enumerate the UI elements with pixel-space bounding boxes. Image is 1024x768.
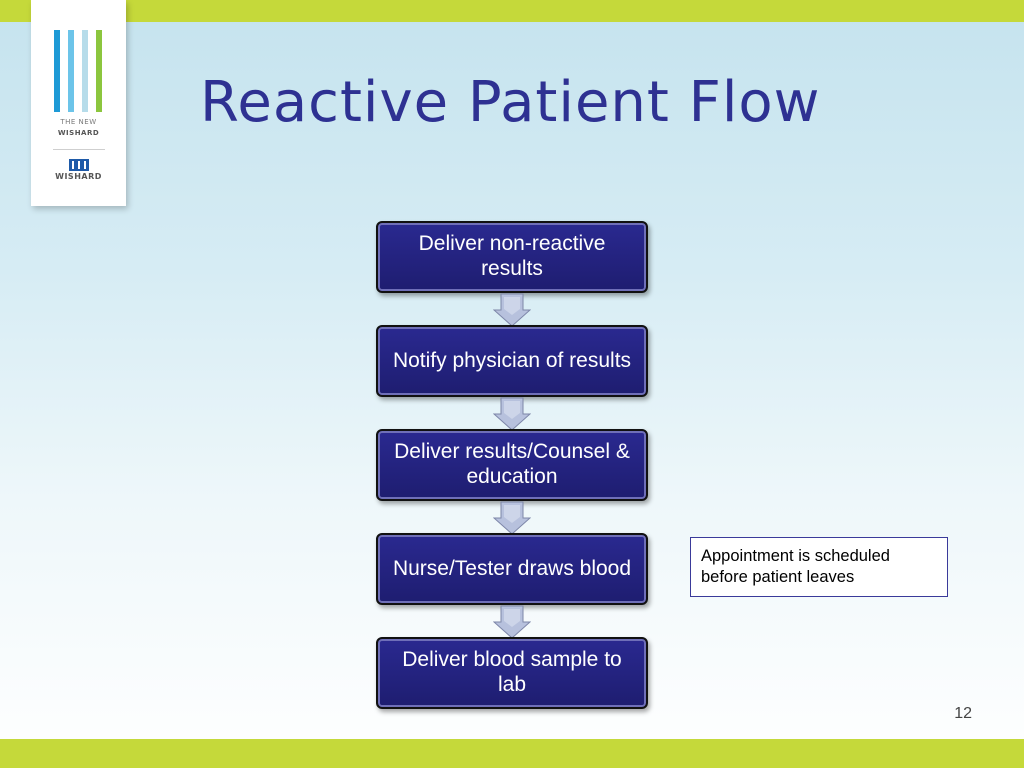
logo-line1: THE NEW [60, 118, 97, 126]
flow-step-3: Deliver results/Counsel & education [376, 429, 648, 501]
flow-step-2: Notify physician of results [376, 325, 648, 397]
flow-step-4: Nurse/Tester draws blood [376, 533, 648, 605]
down-chevron-arrow-icon [493, 501, 531, 535]
flow-step-1: Deliver non-reactive results [376, 221, 648, 293]
logo-divider [53, 149, 105, 150]
top-accent-bar [0, 0, 1024, 22]
logo-card: THE NEW WISHARD WISHARD [31, 0, 126, 206]
logo-stripes-icon [54, 30, 104, 112]
down-chevron-arrow-icon [493, 293, 531, 327]
down-chevron-arrow-icon [493, 605, 531, 639]
page-number: 12 [954, 705, 972, 722]
wishard-emblem-icon [69, 159, 89, 171]
logo-line3: WISHARD [55, 172, 102, 181]
down-chevron-arrow-icon [493, 397, 531, 431]
bottom-accent-bar [0, 739, 1024, 768]
slide-title: Reactive Patient Flow [200, 70, 821, 135]
logo-line2: WISHARD [57, 129, 100, 137]
appointment-callout: Appointment is scheduled before patient … [690, 537, 948, 597]
flow-step-5: Deliver blood sample to lab [376, 637, 648, 709]
